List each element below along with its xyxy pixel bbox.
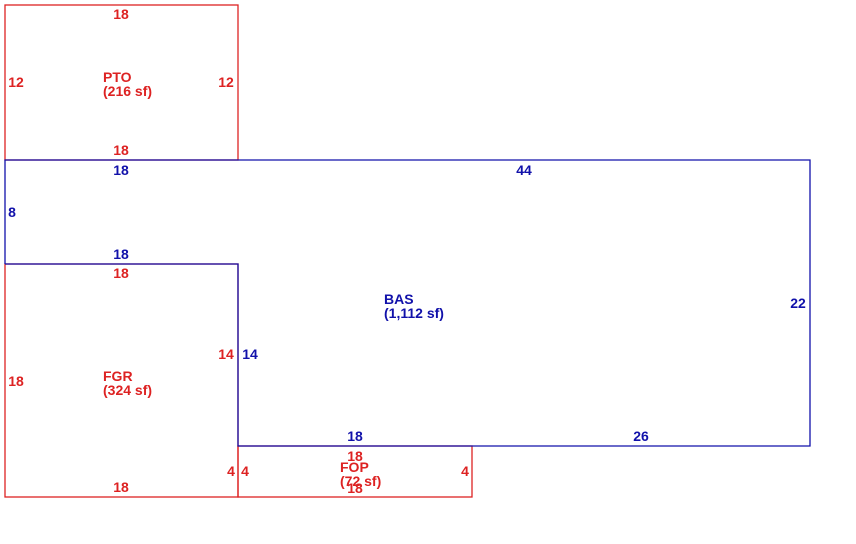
pto-bottom-dimension: 18 [113,142,129,158]
fgr-left-dimension: 18 [8,373,24,389]
bas-outline [4,159,811,447]
fgr-bottom-dimension: 18 [113,479,129,495]
fop-top-dimension: 18 [347,448,363,464]
bas-top-right-dimension: 44 [516,162,532,178]
fgr-area-label: (324 sf) [103,382,152,398]
fgr-right-dimension: 14 [218,346,234,362]
fgr-lower-right-dimension: 4 [227,463,235,479]
pto-label: PTO [103,69,132,85]
fop-label: FOP [340,459,369,475]
pto-top-dimension: 18 [113,6,129,22]
bas-right-dimension: 22 [790,295,806,311]
fop-area-label: (72 sf) [340,473,381,489]
fop-right-dimension: 4 [461,463,469,479]
pto-left-dimension: 12 [8,74,24,90]
bas-top-left-dimension: 18 [113,162,129,178]
fgr-top-dimension: 18 [113,265,129,281]
bas-step-dimension: 14 [242,346,258,362]
bas-area-label: (1,112 sf) [384,305,444,321]
pto-right-dimension: 12 [218,74,234,90]
bas-bottom-right-dimension: 26 [633,428,649,444]
fgr-label: FGR [103,368,133,384]
bas-mid-top-dimension: 18 [113,246,129,262]
fop-left-dimension: 4 [241,463,249,479]
bas-bottom-left-dimension: 18 [347,428,363,444]
bas-label: BAS [384,291,414,307]
bas-left-dimension: 8 [8,204,16,220]
pto-area-label: (216 sf) [103,83,152,99]
fop-bottom-dimension: 18 [347,480,363,496]
